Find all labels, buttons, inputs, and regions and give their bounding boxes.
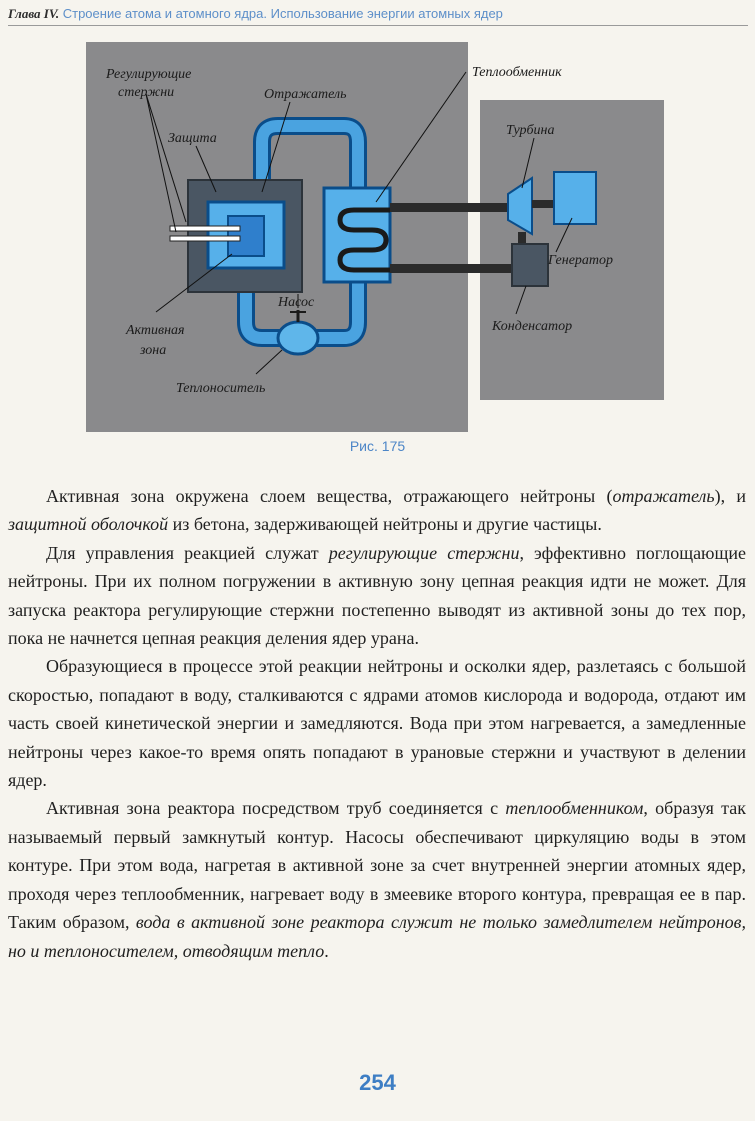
label-control-rods-1: Регулирующие <box>105 67 191 82</box>
label-turbine: Турбина <box>506 123 554 138</box>
p4-conclusion: вода в активной зоне реактора служит не … <box>8 912 746 961</box>
paragraph-4: Активная зона реактора посредством труб … <box>8 794 746 964</box>
label-control-rods-2: стержни <box>118 85 174 100</box>
coolant-pipe-outer-fill <box>256 120 364 242</box>
p1-text-a: Активная зона окружена слоем вещества, о… <box>46 486 613 506</box>
figure-caption: Рис. 175 <box>349 438 406 454</box>
reactor-diagram: Регулирующие стержни Отражатель Защита Т… <box>86 42 664 432</box>
label-shield: Защита <box>168 131 217 146</box>
coolant-pipe-bottom-fill <box>240 272 364 344</box>
paragraph-3: Образующиеся в процессе этой реакции ней… <box>8 652 746 794</box>
label-generator: Генератор <box>547 253 613 268</box>
p3-text-a: Образующиеся в процессе этой реакции ней… <box>8 656 746 791</box>
p1-text-b: ), и <box>714 486 746 506</box>
label-heat-exchanger: Теплообменник <box>472 65 562 80</box>
control-rod-1 <box>169 225 241 232</box>
condenser <box>511 243 549 287</box>
paragraph-2: Для управления реакцией служат регулирую… <box>8 539 746 653</box>
p4-text-a: Активная зона реактора посредством труб … <box>46 798 506 819</box>
turbine <box>507 176 533 236</box>
p4-term-heat-exchanger: теплообменником <box>505 798 644 819</box>
heat-exchanger <box>322 186 392 284</box>
p1-term-reflector: отражатель <box>612 486 715 506</box>
label-pump: Насос <box>277 295 315 310</box>
p1-term-shield: защитной оболочкой <box>8 514 169 535</box>
label-reflector: Отражатель <box>264 87 347 102</box>
p2-text-b: , эффективно поглощающие нейтроны. При и… <box>8 542 746 649</box>
paragraph-1: Активная зона окружена слоем вещества, о… <box>8 482 746 539</box>
label-coolant: Теплоноситель <box>176 381 265 396</box>
label-core-1: Активная <box>125 323 185 338</box>
turbine-panel <box>480 100 664 400</box>
body-text: Активная зона окружена слоем вещества, о… <box>8 482 746 965</box>
steam-pipe <box>390 203 508 212</box>
chapter-title: Строение атома и атомного ядра. Использо… <box>62 6 503 21</box>
generator <box>553 171 597 225</box>
return-pipe <box>390 264 512 273</box>
turbine-shaft <box>532 200 554 208</box>
control-rod-2 <box>169 235 241 242</box>
label-condenser: Конденсатор <box>491 319 572 334</box>
p4-text-c: . <box>324 940 329 961</box>
heat-exchanger-coil <box>337 207 390 273</box>
p4-text-b: , образуя так называемый первый замкнуты… <box>8 798 746 933</box>
label-core-2: зона <box>139 343 166 358</box>
p2-term-control-rods: регулирующие стержни <box>328 542 520 563</box>
p2-text-a: Для управления реакцией служат <box>46 542 329 563</box>
pump <box>276 320 320 356</box>
chapter-number: Глава IV. <box>8 6 60 21</box>
p1-text-c: из бетона, задерживающей нейтроны и друг… <box>168 514 602 535</box>
running-header: Глава IV. Строение атома и атомного ядра… <box>8 6 748 26</box>
page-number: 254 <box>359 1070 396 1095</box>
